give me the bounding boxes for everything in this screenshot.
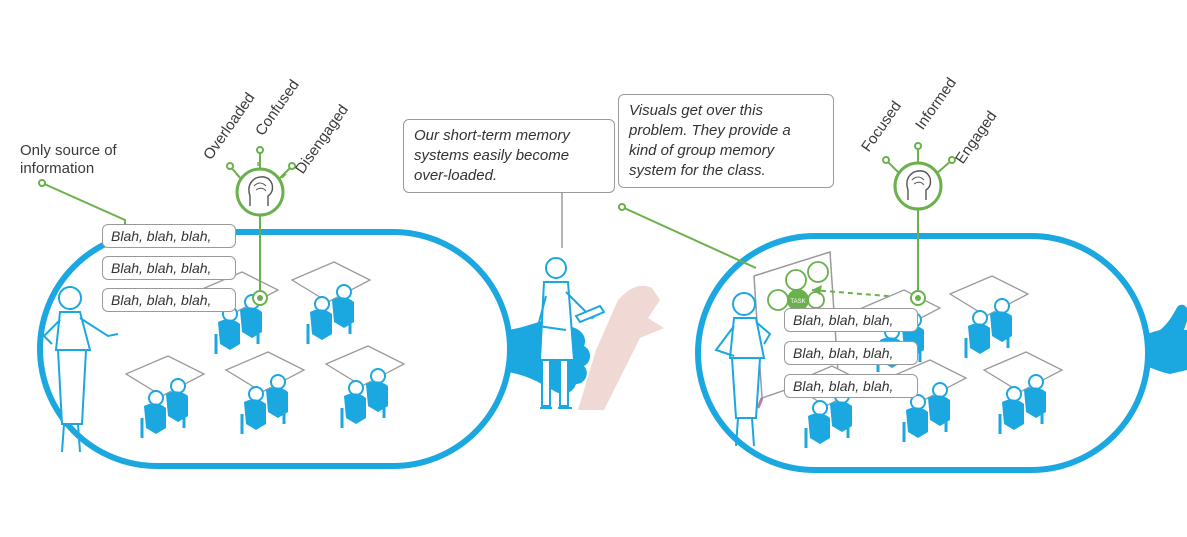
left-brain-icon (235, 162, 287, 217)
memory-bubble: Our short-term memory systems easily bec… (403, 119, 615, 193)
right-speech-3: Blah, blah, blah, (784, 374, 918, 398)
left-speech-3: Blah, blah, blah, (102, 288, 236, 312)
left-speech-1: Blah, blah, blah, (102, 224, 236, 248)
right-state-connector (882, 142, 956, 306)
left-state-connector (226, 146, 296, 306)
visuals-connector (621, 206, 757, 269)
figure-shadow (578, 285, 664, 410)
right-teacher (714, 292, 772, 447)
left-teacher (42, 286, 119, 453)
right-speech-1: Blah, blah, blah, (784, 308, 918, 332)
right-speech-2: Blah, blah, blah, (784, 341, 918, 365)
visuals-bubble: Visuals get over this problem. They prov… (618, 94, 834, 188)
thumbs-up-icon (1146, 304, 1187, 374)
right-brain-icon (893, 161, 943, 211)
left-speech-2: Blah, blah, blah, (102, 256, 236, 280)
center-figure (536, 190, 664, 410)
right-classroom: TASK (618, 142, 1187, 473)
board-task-label: TASK (790, 299, 805, 305)
source-label: Only source of information (20, 142, 117, 177)
